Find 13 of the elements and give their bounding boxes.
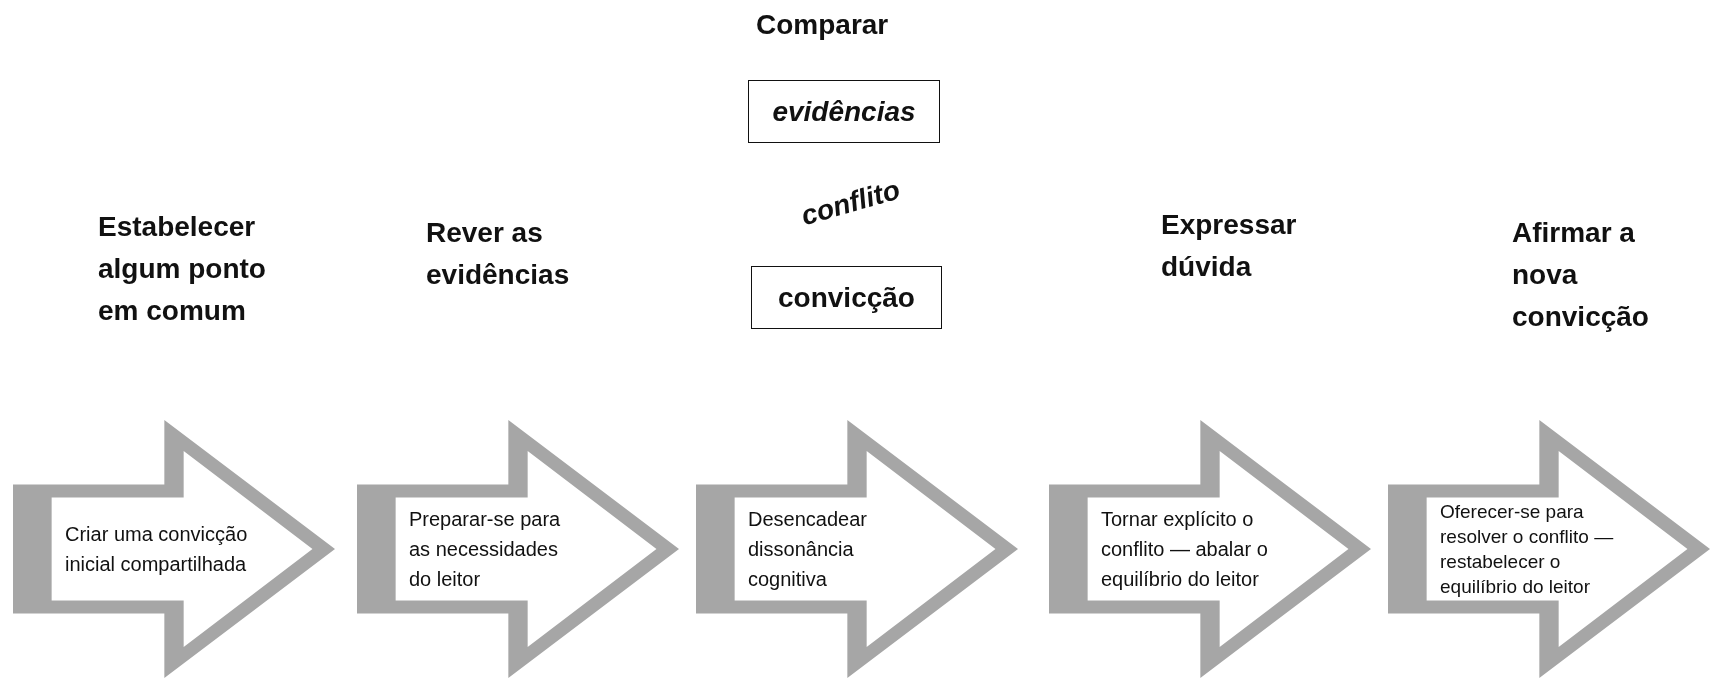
tilted-label: conflito [796,172,905,234]
step-text: Desencadear dissonância cognitiva [748,507,868,592]
concept-box: convicção [751,266,942,329]
step-text: Preparar-se para as necessidades do leitor [409,507,562,592]
step-heading: Rever as evidências [426,216,571,292]
step-heading: Expressar dúvida [1161,208,1298,284]
concept-box: evidências [748,80,940,143]
step-text: Tornar explícito o conflito — abalar o equilíbrio do leitor [1101,507,1269,592]
step-text: Criar uma convicção inicial compartilhada [65,522,249,577]
section-heading: Comparar [756,8,889,42]
step-heading: Afirmar a nova convicção [1512,216,1650,334]
step-text: Oferecer-se para resolver o conflito — restabelecer o equilíbrio do leitor [1440,500,1615,599]
step-heading: Estabelecer algum ponto em comum [98,210,267,328]
